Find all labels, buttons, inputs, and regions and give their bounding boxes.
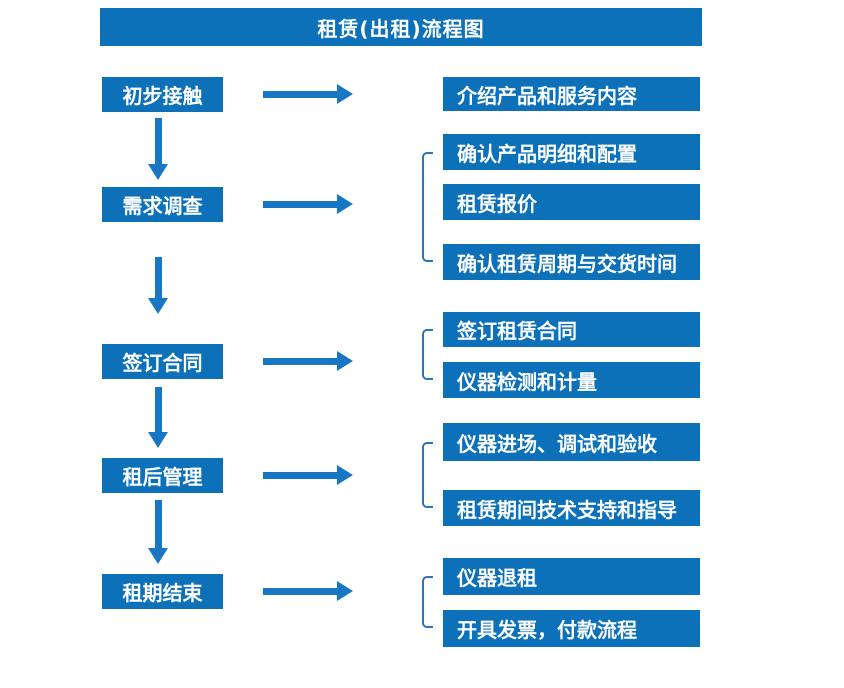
arrow-head xyxy=(148,548,168,564)
arrow-shaft xyxy=(263,201,338,208)
group-bracket-icon xyxy=(422,576,433,628)
right-arrow-icon xyxy=(263,351,353,372)
group-bracket-icon xyxy=(422,329,433,380)
step-box-demand-survey: 需求调查 xyxy=(102,187,223,222)
arrow-shaft xyxy=(155,500,162,549)
down-arrow-icon xyxy=(148,500,169,564)
arrow-head xyxy=(337,581,353,601)
arrow-shaft xyxy=(263,91,338,98)
arrow-head xyxy=(148,432,168,448)
right-arrow-icon xyxy=(263,194,353,215)
step-box-initial-contact: 初步接触 xyxy=(102,77,223,112)
right-arrow-icon xyxy=(263,581,353,602)
arrow-head xyxy=(148,164,168,180)
output-box-invoice-payment: 开具发票，付款流程 xyxy=(443,610,700,647)
down-arrow-icon xyxy=(148,387,169,448)
arrow-shaft xyxy=(155,118,162,165)
arrow-head xyxy=(148,298,168,314)
output-box-rental-quote: 租赁报价 xyxy=(443,184,700,220)
group-bracket-icon xyxy=(422,442,433,508)
right-arrow-icon xyxy=(263,84,353,105)
down-arrow-icon xyxy=(148,257,169,314)
right-arrow-icon xyxy=(263,465,353,486)
arrow-shaft xyxy=(263,358,338,365)
arrow-shaft xyxy=(155,257,162,299)
arrow-shaft xyxy=(263,588,338,595)
arrow-shaft xyxy=(263,472,338,479)
arrow-head xyxy=(337,84,353,104)
step-box-rental-end: 租期结束 xyxy=(102,574,223,609)
arrow-head xyxy=(337,194,353,214)
arrow-head xyxy=(337,465,353,485)
output-box-confirm-product-details: 确认产品明细和配置 xyxy=(443,134,700,170)
down-arrow-icon xyxy=(148,118,169,180)
output-box-tech-support: 租赁期间技术支持和指导 xyxy=(443,490,700,526)
output-box-instrument-entry: 仪器进场、调试和验收 xyxy=(443,423,700,461)
output-box-sign-rental-contract: 签订租赁合同 xyxy=(443,312,700,347)
step-box-post-rental-mgmt: 租后管理 xyxy=(102,458,223,493)
output-box-introduce-products: 介绍产品和服务内容 xyxy=(443,77,700,111)
group-bracket-icon xyxy=(422,152,433,262)
output-box-instrument-inspection: 仪器检测和计量 xyxy=(443,362,700,398)
output-box-instrument-return: 仪器退租 xyxy=(443,558,700,595)
flowchart-title: 租赁(出租)流程图 xyxy=(100,8,702,46)
arrow-head xyxy=(337,351,353,371)
step-box-sign-contract: 签订合同 xyxy=(102,344,223,379)
output-box-confirm-rental-period: 确认租赁周期与交货时间 xyxy=(443,244,700,280)
arrow-shaft xyxy=(155,387,162,433)
